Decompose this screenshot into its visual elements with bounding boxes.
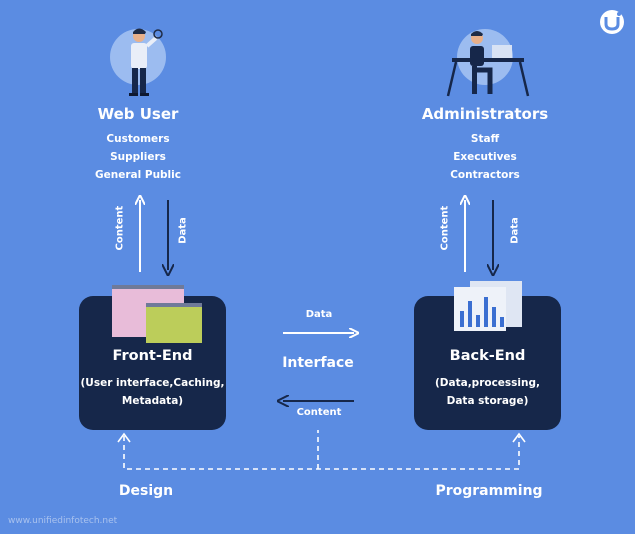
programming-label: Programming <box>435 483 543 499</box>
administrators-item-executives: Executives <box>453 151 517 163</box>
interface-content-label: Content <box>296 407 342 418</box>
administrators-item-contractors: Contractors <box>450 169 520 181</box>
right-up-arrow-label: Content <box>439 205 451 251</box>
administrators-item-staff: Staff <box>470 133 500 145</box>
interface-title: Interface <box>282 355 354 371</box>
front-end-desc-line1: (User interface,Caching, <box>80 377 225 389</box>
left-up-arrow-label: Content <box>114 205 126 251</box>
web-user-item-customers: Customers <box>106 133 170 145</box>
back-end-title: Back-End <box>449 348 526 364</box>
right-down-arrow-label: Data <box>509 217 521 244</box>
administrators-title: Administrators <box>421 105 549 123</box>
left-down-arrow-label: Data <box>177 217 189 244</box>
watermark: www.unifiedinfotech.net <box>8 516 118 526</box>
interface-data-label: Data <box>305 309 333 320</box>
web-user-illustration-icon <box>110 28 166 96</box>
front-end-windows-icon <box>112 285 202 343</box>
front-end-desc-line2: Metadata) <box>121 395 184 407</box>
front-end-title: Front-End <box>112 348 193 364</box>
web-user-item-suppliers: Suppliers <box>110 151 166 163</box>
administrator-illustration-icon <box>446 29 530 97</box>
brand-logo-icon <box>600 10 624 34</box>
web-user-title: Web User <box>97 105 179 123</box>
back-end-desc-line1: (Data,processing, <box>434 377 541 389</box>
back-end-dashboard-icon <box>452 281 524 331</box>
design-label: Design <box>118 483 174 499</box>
back-end-desc-line2: Data storage) <box>446 395 529 407</box>
web-user-item-general-public: General Public <box>95 169 181 181</box>
